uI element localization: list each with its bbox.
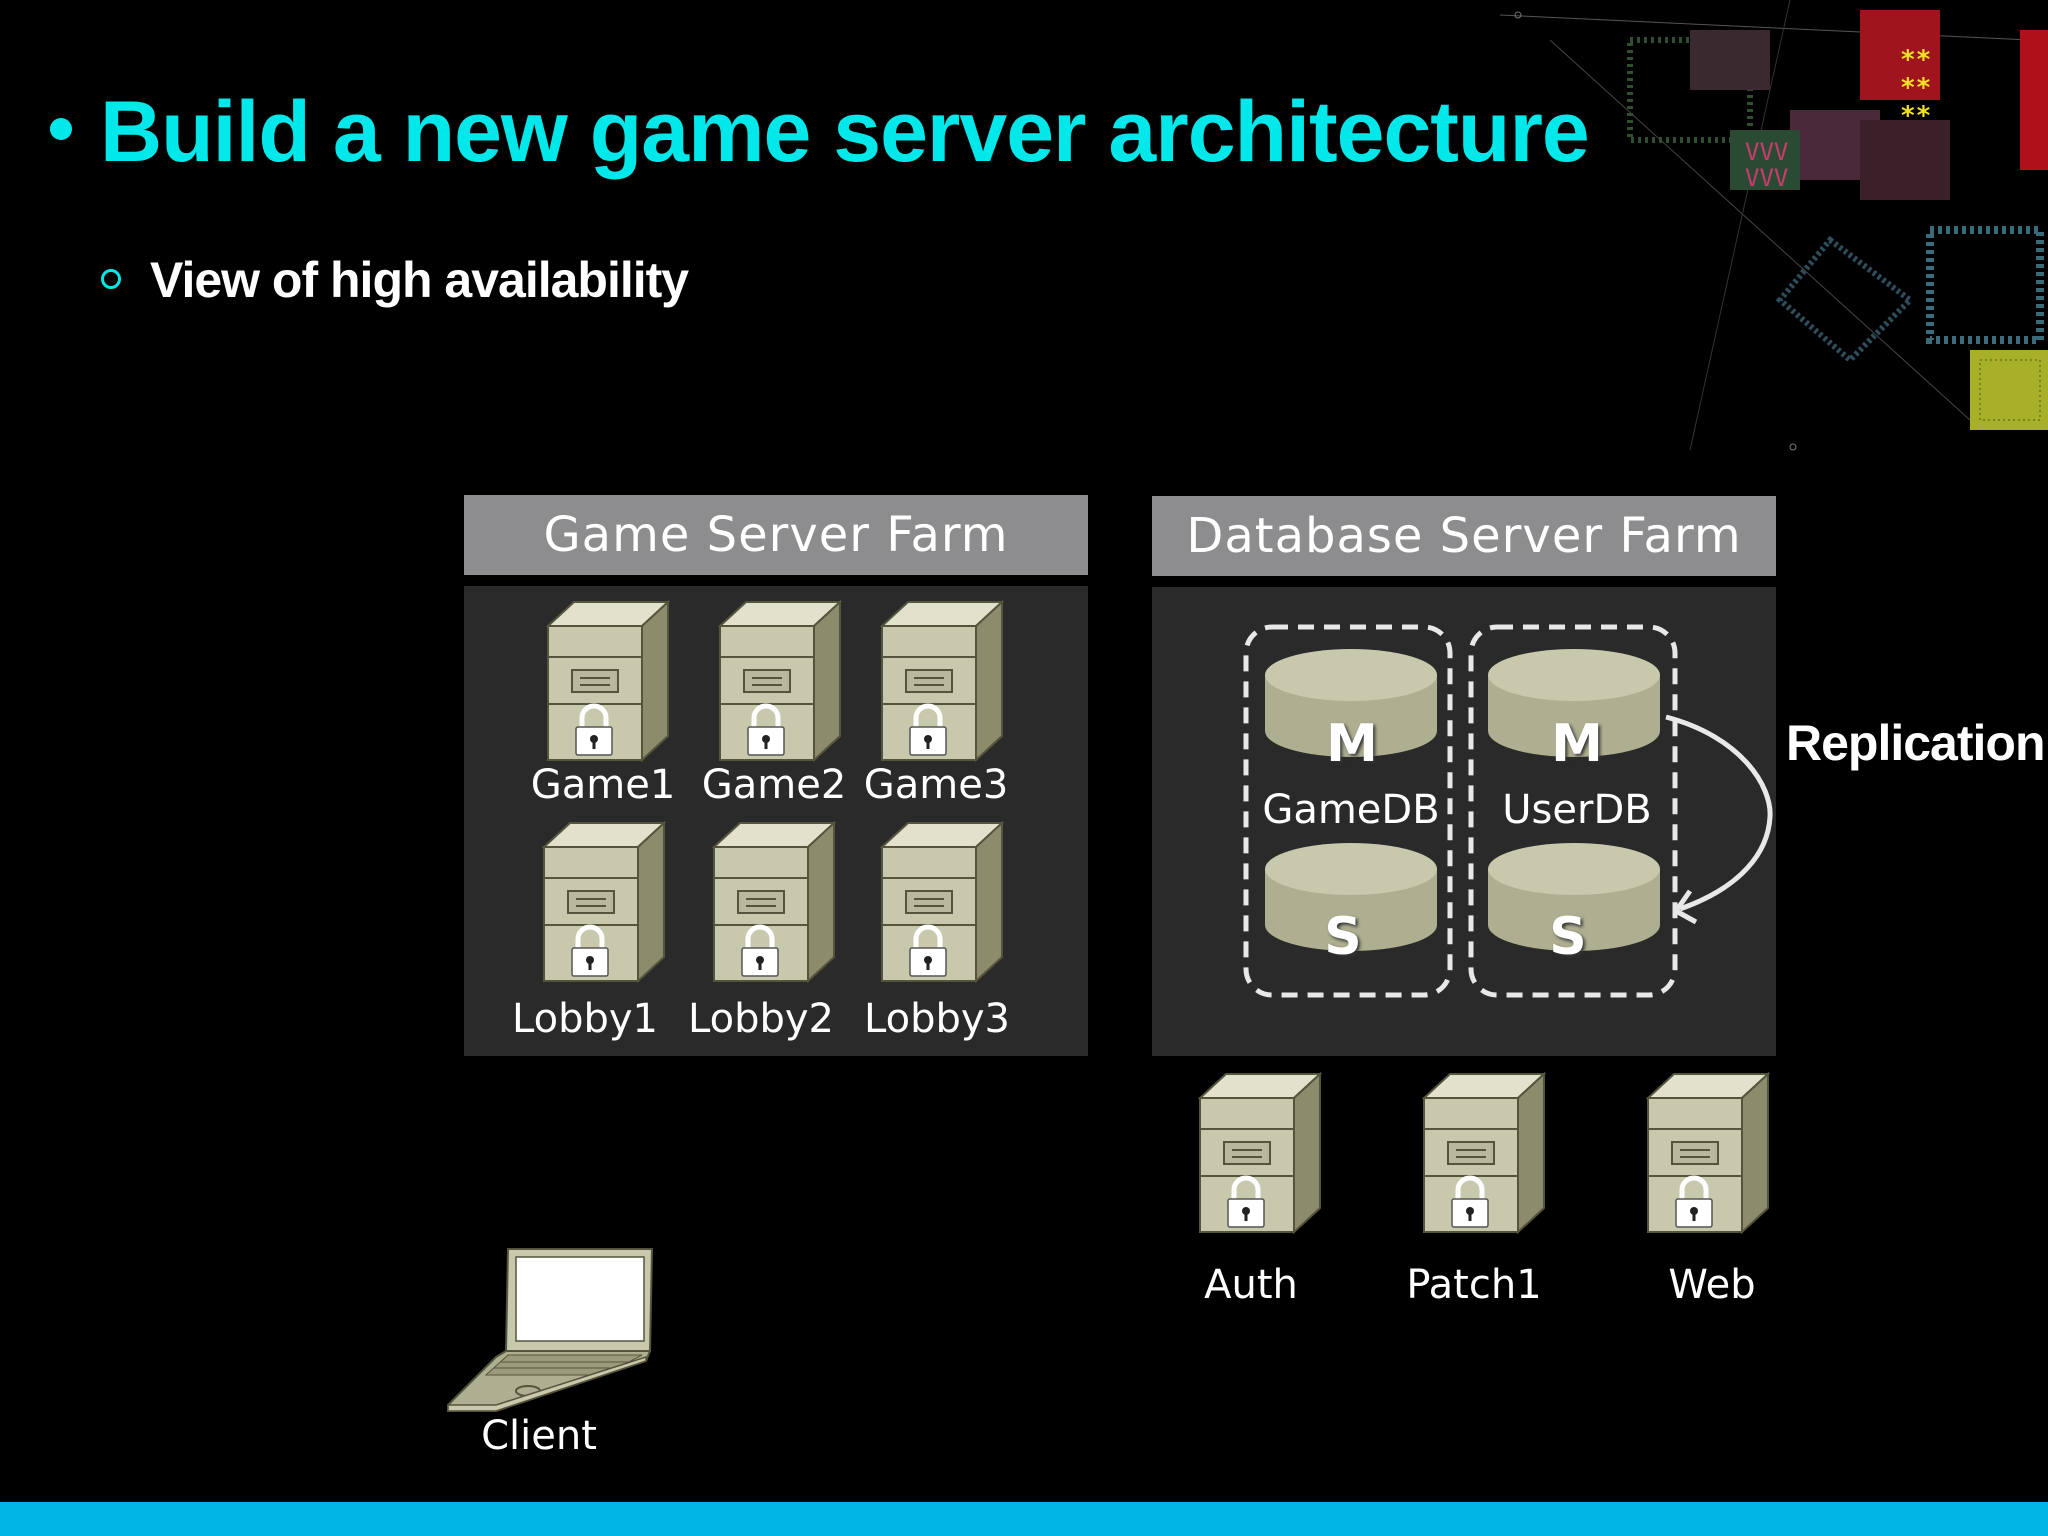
userdb-slave-label: S (1549, 907, 1587, 967)
database-diagram (1243, 624, 1773, 998)
server-icon-game1 (546, 600, 670, 762)
decorative-corner-graphic: ** ** ** VVV VVV (1499, 0, 2048, 451)
userdb-master-label: M (1551, 714, 1603, 774)
gamedb-group-border (1243, 624, 1453, 998)
gamedb-master-label: M (1326, 714, 1378, 774)
laptop-icon (447, 1248, 654, 1412)
replication-label: Replication (1786, 715, 2045, 771)
replication-arrow (1665, 714, 1773, 912)
svg-text:**: ** (1900, 45, 1931, 75)
server-icon-auth (1198, 1072, 1322, 1234)
server-icon-lobby1 (542, 821, 666, 983)
database-server-farm-panel (1152, 587, 1776, 1056)
userdb-label: UserDB (1502, 787, 1652, 833)
svg-text:VVV: VVV (1745, 164, 1788, 192)
client-label: Client (481, 1413, 597, 1459)
database-server-farm-header: Database Server Farm (1152, 496, 1776, 576)
server-label-game2: Game2 (701, 762, 847, 808)
server-icon-lobby3 (880, 821, 1004, 983)
userdb-slave-cylinder (1488, 843, 1660, 951)
slide-subtitle: View of high availability (150, 252, 689, 308)
replication-arrowhead (1673, 889, 1698, 925)
server-icon-game3 (880, 600, 1004, 762)
userdb-group-border (1468, 624, 1678, 998)
server-label-lobby2: Lobby2 (688, 996, 834, 1042)
server-label-lobby3: Lobby3 (864, 996, 1010, 1042)
svg-text:**: ** (1900, 73, 1931, 103)
server-label-lobby1: Lobby1 (512, 996, 658, 1042)
server-icon-lobby2 (712, 821, 836, 983)
subtitle-bullet-icon (101, 269, 121, 289)
server-label-patch1: Patch1 (1406, 1262, 1542, 1308)
server-icon-game2 (718, 600, 842, 762)
game-server-farm-header: Game Server Farm (464, 495, 1088, 575)
svg-text:**: ** (1900, 101, 1931, 131)
server-label-web: Web (1668, 1262, 1756, 1308)
gamedb-master-cylinder (1265, 649, 1437, 757)
gamedb-label: GameDB (1262, 787, 1440, 833)
server-label-game3: Game3 (863, 762, 1009, 808)
server-label-auth: Auth (1204, 1262, 1298, 1308)
userdb-master-cylinder (1488, 649, 1660, 757)
svg-text:VVV: VVV (1745, 138, 1788, 166)
server-icon-web (1646, 1072, 1770, 1234)
server-label-game1: Game1 (530, 762, 676, 808)
footer-bar (0, 1502, 2048, 1536)
title-bullet-icon (50, 118, 72, 140)
server-icon-patch1 (1422, 1072, 1546, 1234)
slide-title: Build a new game server architecture (100, 84, 1590, 180)
gamedb-slave-cylinder (1265, 843, 1437, 951)
gamedb-slave-label: S (1324, 907, 1362, 967)
